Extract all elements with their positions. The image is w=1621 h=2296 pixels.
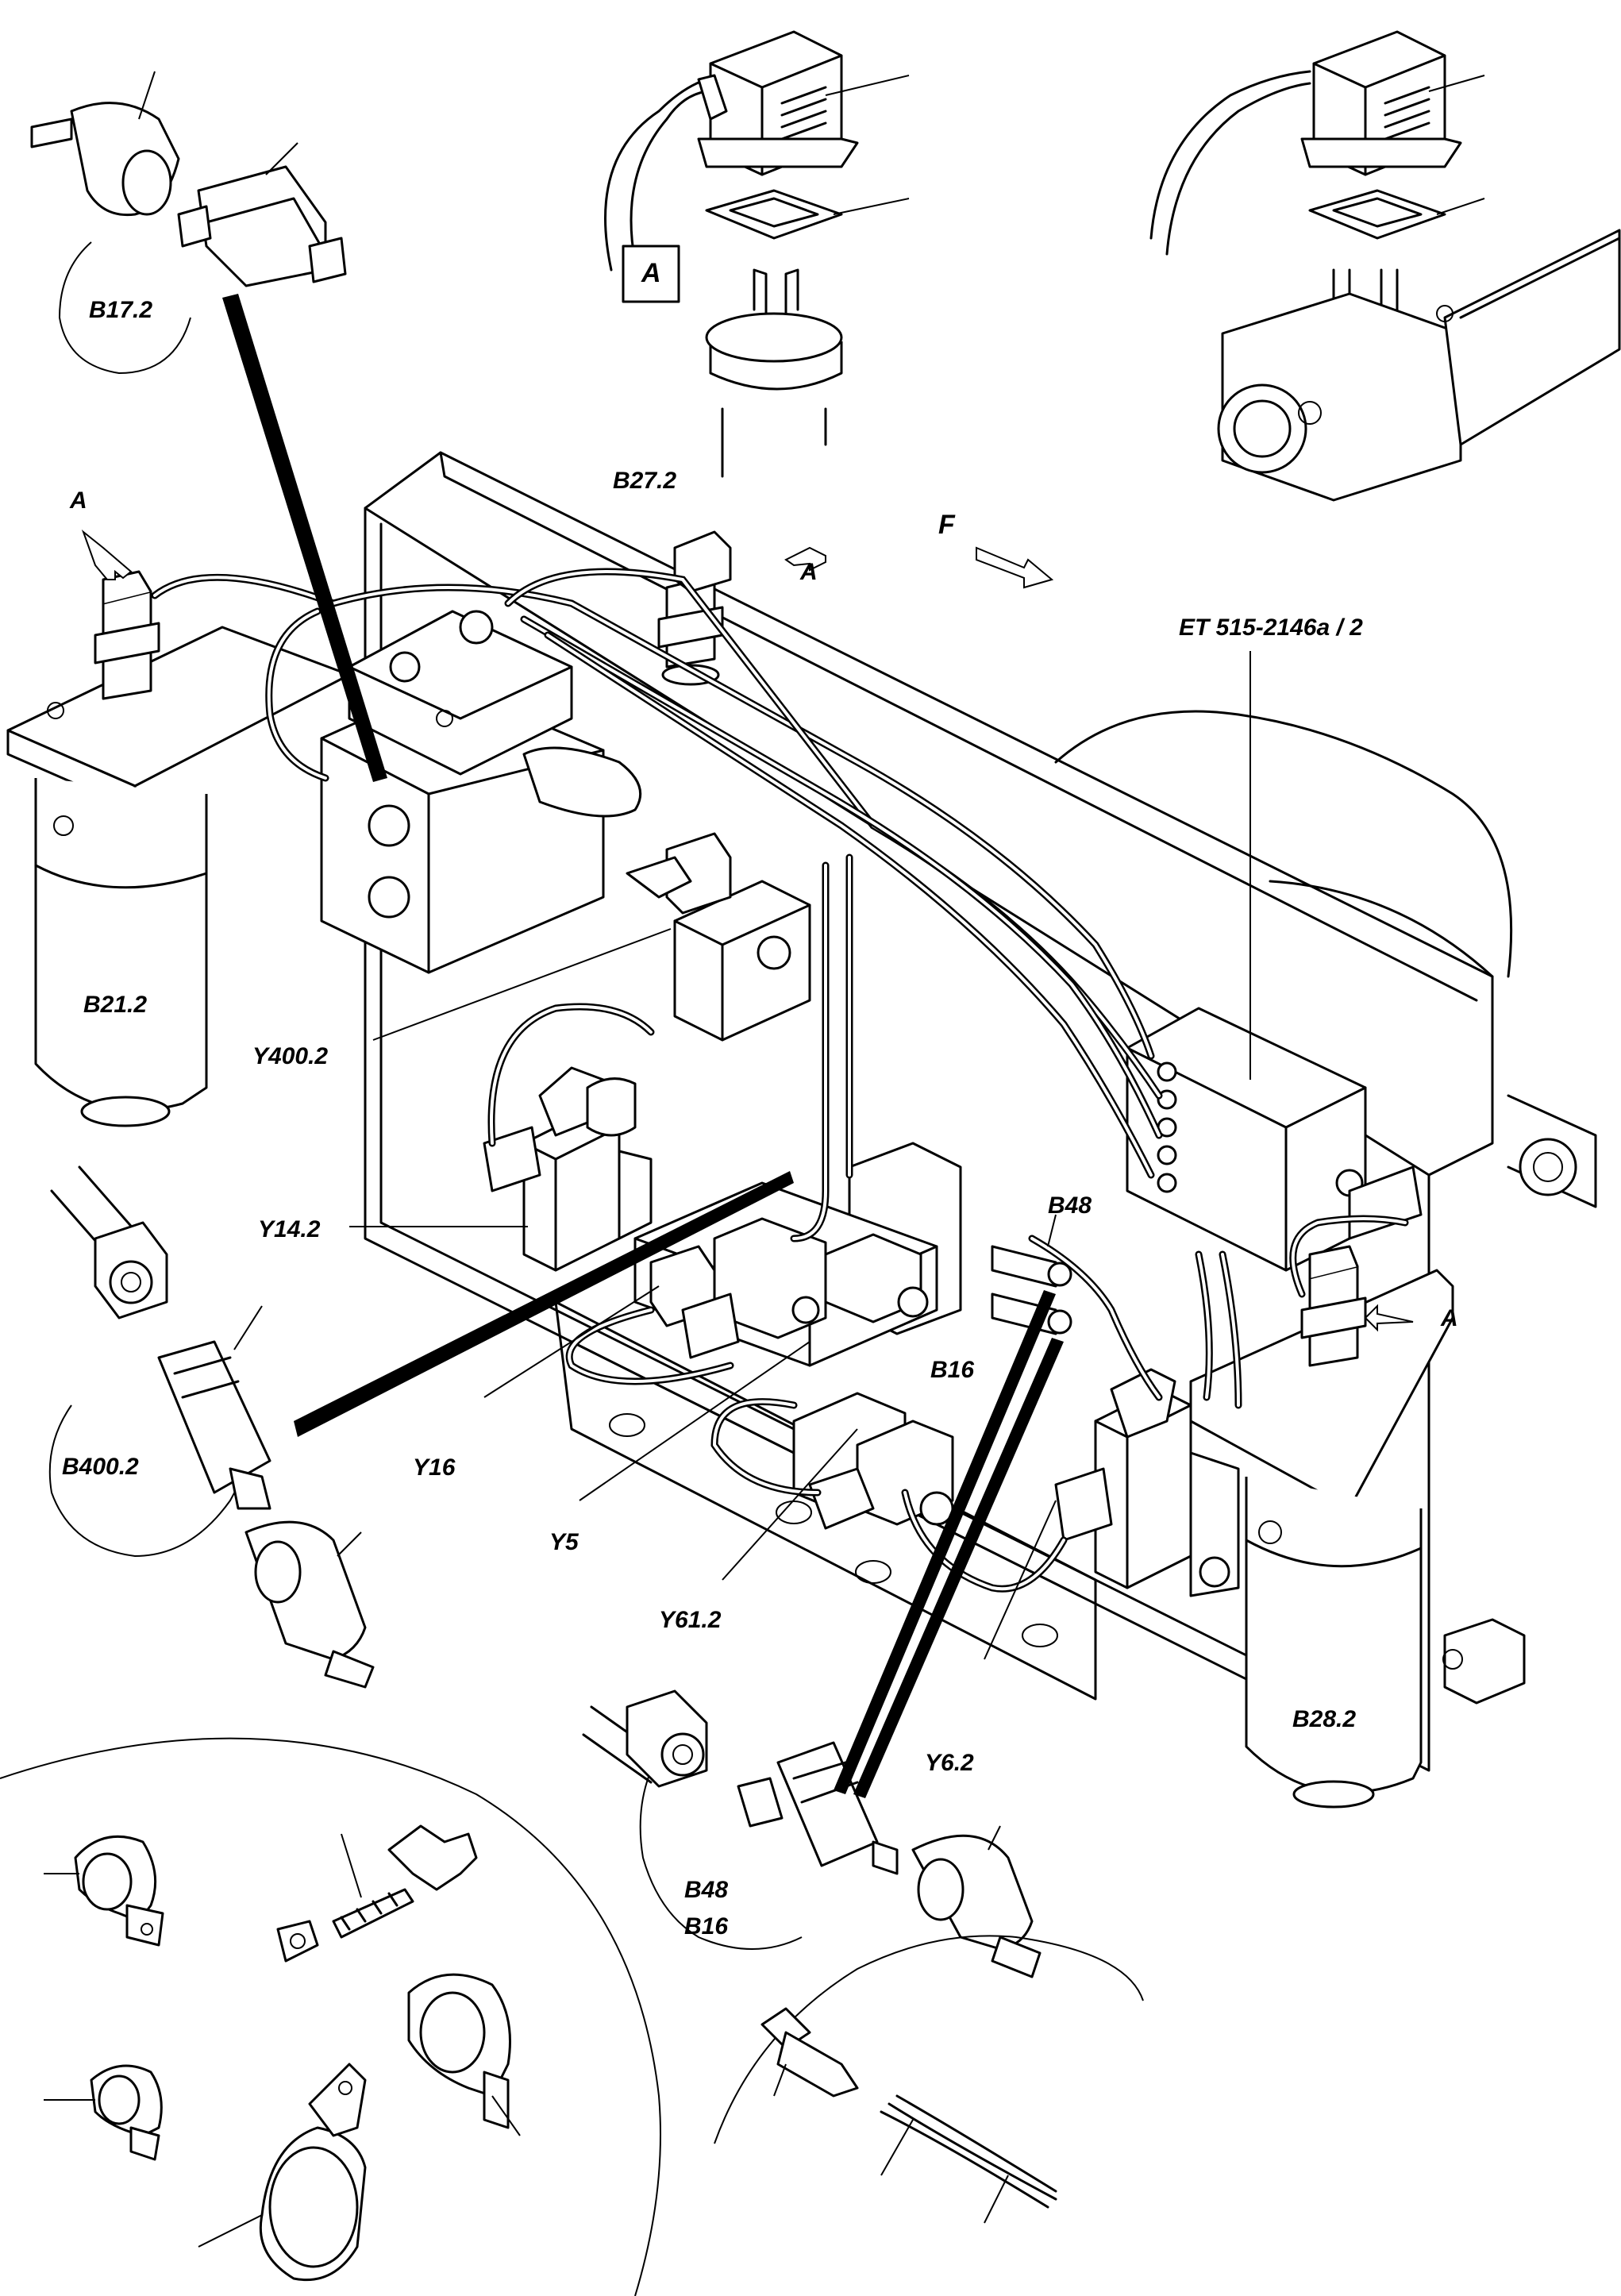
detail-cable-lugs bbox=[714, 1935, 1144, 2224]
label-leaders bbox=[349, 651, 1251, 1660]
label-b27-2: B27.2 bbox=[613, 468, 676, 494]
view-arrow-right bbox=[1364, 1304, 1414, 1332]
view-arrow-left bbox=[81, 530, 133, 580]
junction-box bbox=[1126, 1007, 1423, 1272]
sensors-b48-b16 bbox=[991, 1245, 1072, 1335]
detail-b48-b16 bbox=[582, 1290, 1064, 1978]
label-view-a-left: A bbox=[69, 487, 87, 514]
pressure-sensor-b27-2 bbox=[657, 530, 732, 686]
valve-block bbox=[320, 610, 642, 974]
direction-marker-f: F bbox=[938, 510, 956, 540]
label-b400-2: B400.2 bbox=[62, 1454, 139, 1480]
filter-b28-2 bbox=[1189, 1245, 1526, 1809]
label-b28-2: B28.2 bbox=[1292, 1706, 1356, 1732]
label-y61-2: Y61.2 bbox=[659, 1607, 722, 1633]
direction-arrow-f bbox=[976, 546, 1054, 589]
detail-b400-2 bbox=[48, 1165, 794, 1689]
label-document-ref: ET 515-2146a / 2 bbox=[1179, 614, 1363, 641]
solenoid-y400-2 bbox=[626, 832, 811, 1042]
detail-connector-right bbox=[1149, 30, 1621, 502]
label-y14-2: Y14.2 bbox=[258, 1216, 321, 1242]
solenoid-y14-2 bbox=[483, 1066, 653, 1272]
label-b21-2: B21.2 bbox=[83, 992, 147, 1018]
solenoid-y6-2 bbox=[1054, 1368, 1240, 1597]
detail-clamps bbox=[0, 1737, 661, 2296]
label-b16-detail: B16 bbox=[684, 1913, 728, 1940]
detail-b17-2 bbox=[30, 71, 387, 782]
view-arrow-top bbox=[784, 546, 826, 572]
manifold-y16-y5 bbox=[633, 1142, 962, 1530]
label-b48-detail: B48 bbox=[684, 1877, 728, 1903]
label-b48: B48 bbox=[1048, 1192, 1092, 1219]
labels: B17.2 A B21.2 B27.2 A A A ET 515-2146a /… bbox=[62, 258, 1458, 1940]
label-y6-2: Y6.2 bbox=[925, 1750, 974, 1776]
cable-harness bbox=[151, 568, 1409, 1593]
label-b16: B16 bbox=[930, 1357, 974, 1383]
label-view-a-top: A bbox=[799, 559, 818, 585]
label-b17-2: B17.2 bbox=[89, 297, 152, 323]
detail-connector-view-a bbox=[604, 30, 910, 478]
label-view-a: A bbox=[641, 258, 661, 288]
label-view-a-right: A bbox=[1440, 1305, 1458, 1331]
label-y16: Y16 bbox=[413, 1454, 456, 1481]
view-arrows: F bbox=[81, 510, 1414, 1332]
motor-housing bbox=[1054, 710, 1597, 1208]
label-y400-2: Y400.2 bbox=[252, 1043, 328, 1069]
label-y5: Y5 bbox=[549, 1529, 579, 1555]
